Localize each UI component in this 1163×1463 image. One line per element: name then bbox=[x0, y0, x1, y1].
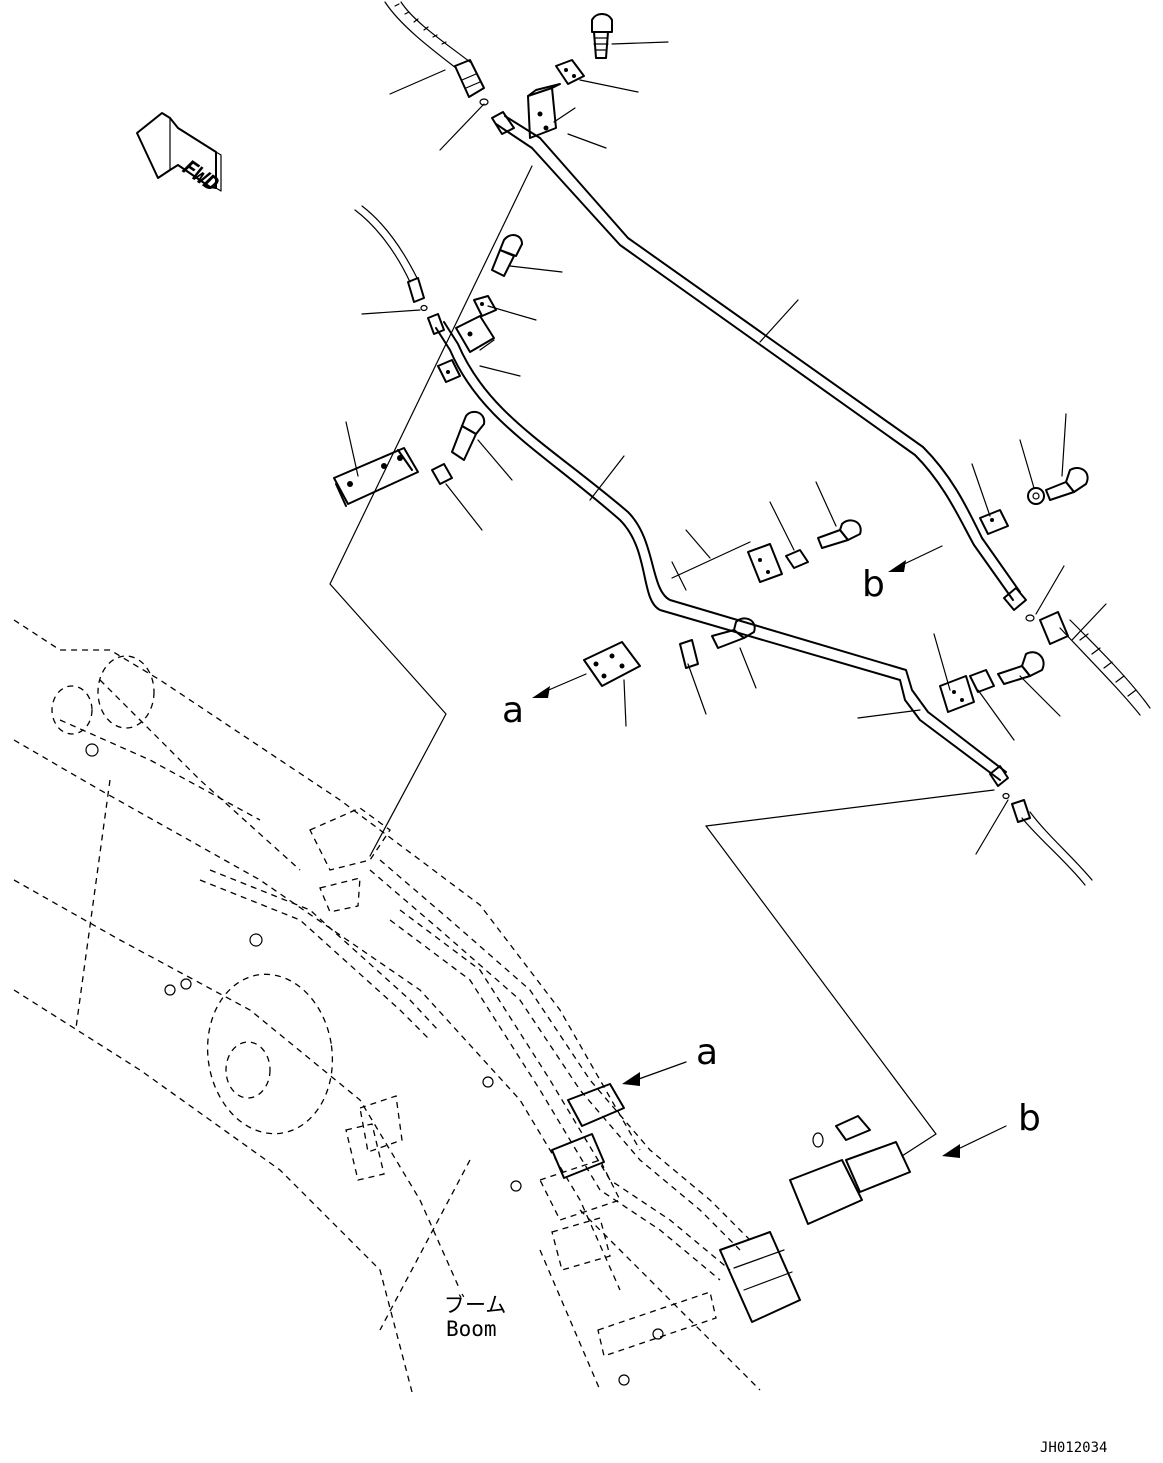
boom-label-english: Boom bbox=[446, 1317, 497, 1341]
bracket-left-large bbox=[333, 447, 419, 507]
drawing-code: JH012034 bbox=[1040, 1440, 1107, 1456]
lower-right-hose bbox=[1011, 799, 1093, 886]
bolt-right-upper bbox=[1045, 466, 1089, 501]
boom-label-japanese: ブーム bbox=[444, 1293, 506, 1317]
callout-b-lower-letter: b bbox=[1018, 1098, 1041, 1139]
clamp-a bbox=[679, 639, 699, 669]
bracket-right-upper bbox=[979, 509, 1009, 535]
clamp-right-lower bbox=[969, 669, 995, 693]
fwd-direction-marker: FWD bbox=[136, 112, 225, 195]
bracket-a bbox=[583, 641, 641, 687]
callout-a-lower bbox=[622, 1061, 687, 1086]
clamp-mid-1 bbox=[473, 295, 497, 317]
callout-b-lower bbox=[942, 1125, 1007, 1158]
small-fittings bbox=[420, 98, 1035, 800]
upper-hose-left bbox=[384, 1, 485, 98]
bolt-a bbox=[711, 617, 756, 649]
bolt-center bbox=[817, 519, 862, 549]
middle-pipe bbox=[427, 313, 1009, 787]
bracket-right-lower bbox=[939, 675, 975, 713]
callout-b-upper-letter: b bbox=[862, 564, 885, 605]
bolt-left bbox=[451, 410, 486, 461]
upper-right-hose bbox=[1039, 611, 1151, 716]
bracket-upper bbox=[527, 83, 561, 139]
callout-a-upper bbox=[532, 673, 587, 698]
boom-installed-piping bbox=[85, 743, 911, 1386]
bolt-right-lower bbox=[997, 651, 1045, 685]
mid-left-hose bbox=[354, 205, 425, 303]
reference-lines bbox=[329, 165, 995, 1157]
washer-right bbox=[1027, 487, 1045, 505]
bolt-mid-1 bbox=[491, 234, 523, 277]
clamp-center bbox=[785, 549, 809, 569]
bracket-mid-1 bbox=[437, 315, 495, 383]
bolt-upper bbox=[591, 13, 613, 59]
callout-a-upper-letter: a bbox=[502, 690, 524, 731]
boom-structure bbox=[13, 619, 761, 1393]
clamp-left bbox=[431, 463, 453, 485]
upper-pipe-long bbox=[491, 111, 1027, 611]
leader-lines bbox=[345, 41, 1107, 855]
callout-a-lower-letter: a bbox=[696, 1032, 718, 1073]
bracket-center bbox=[747, 543, 783, 583]
clamp-upper bbox=[555, 59, 585, 85]
callout-b-upper bbox=[888, 545, 943, 572]
